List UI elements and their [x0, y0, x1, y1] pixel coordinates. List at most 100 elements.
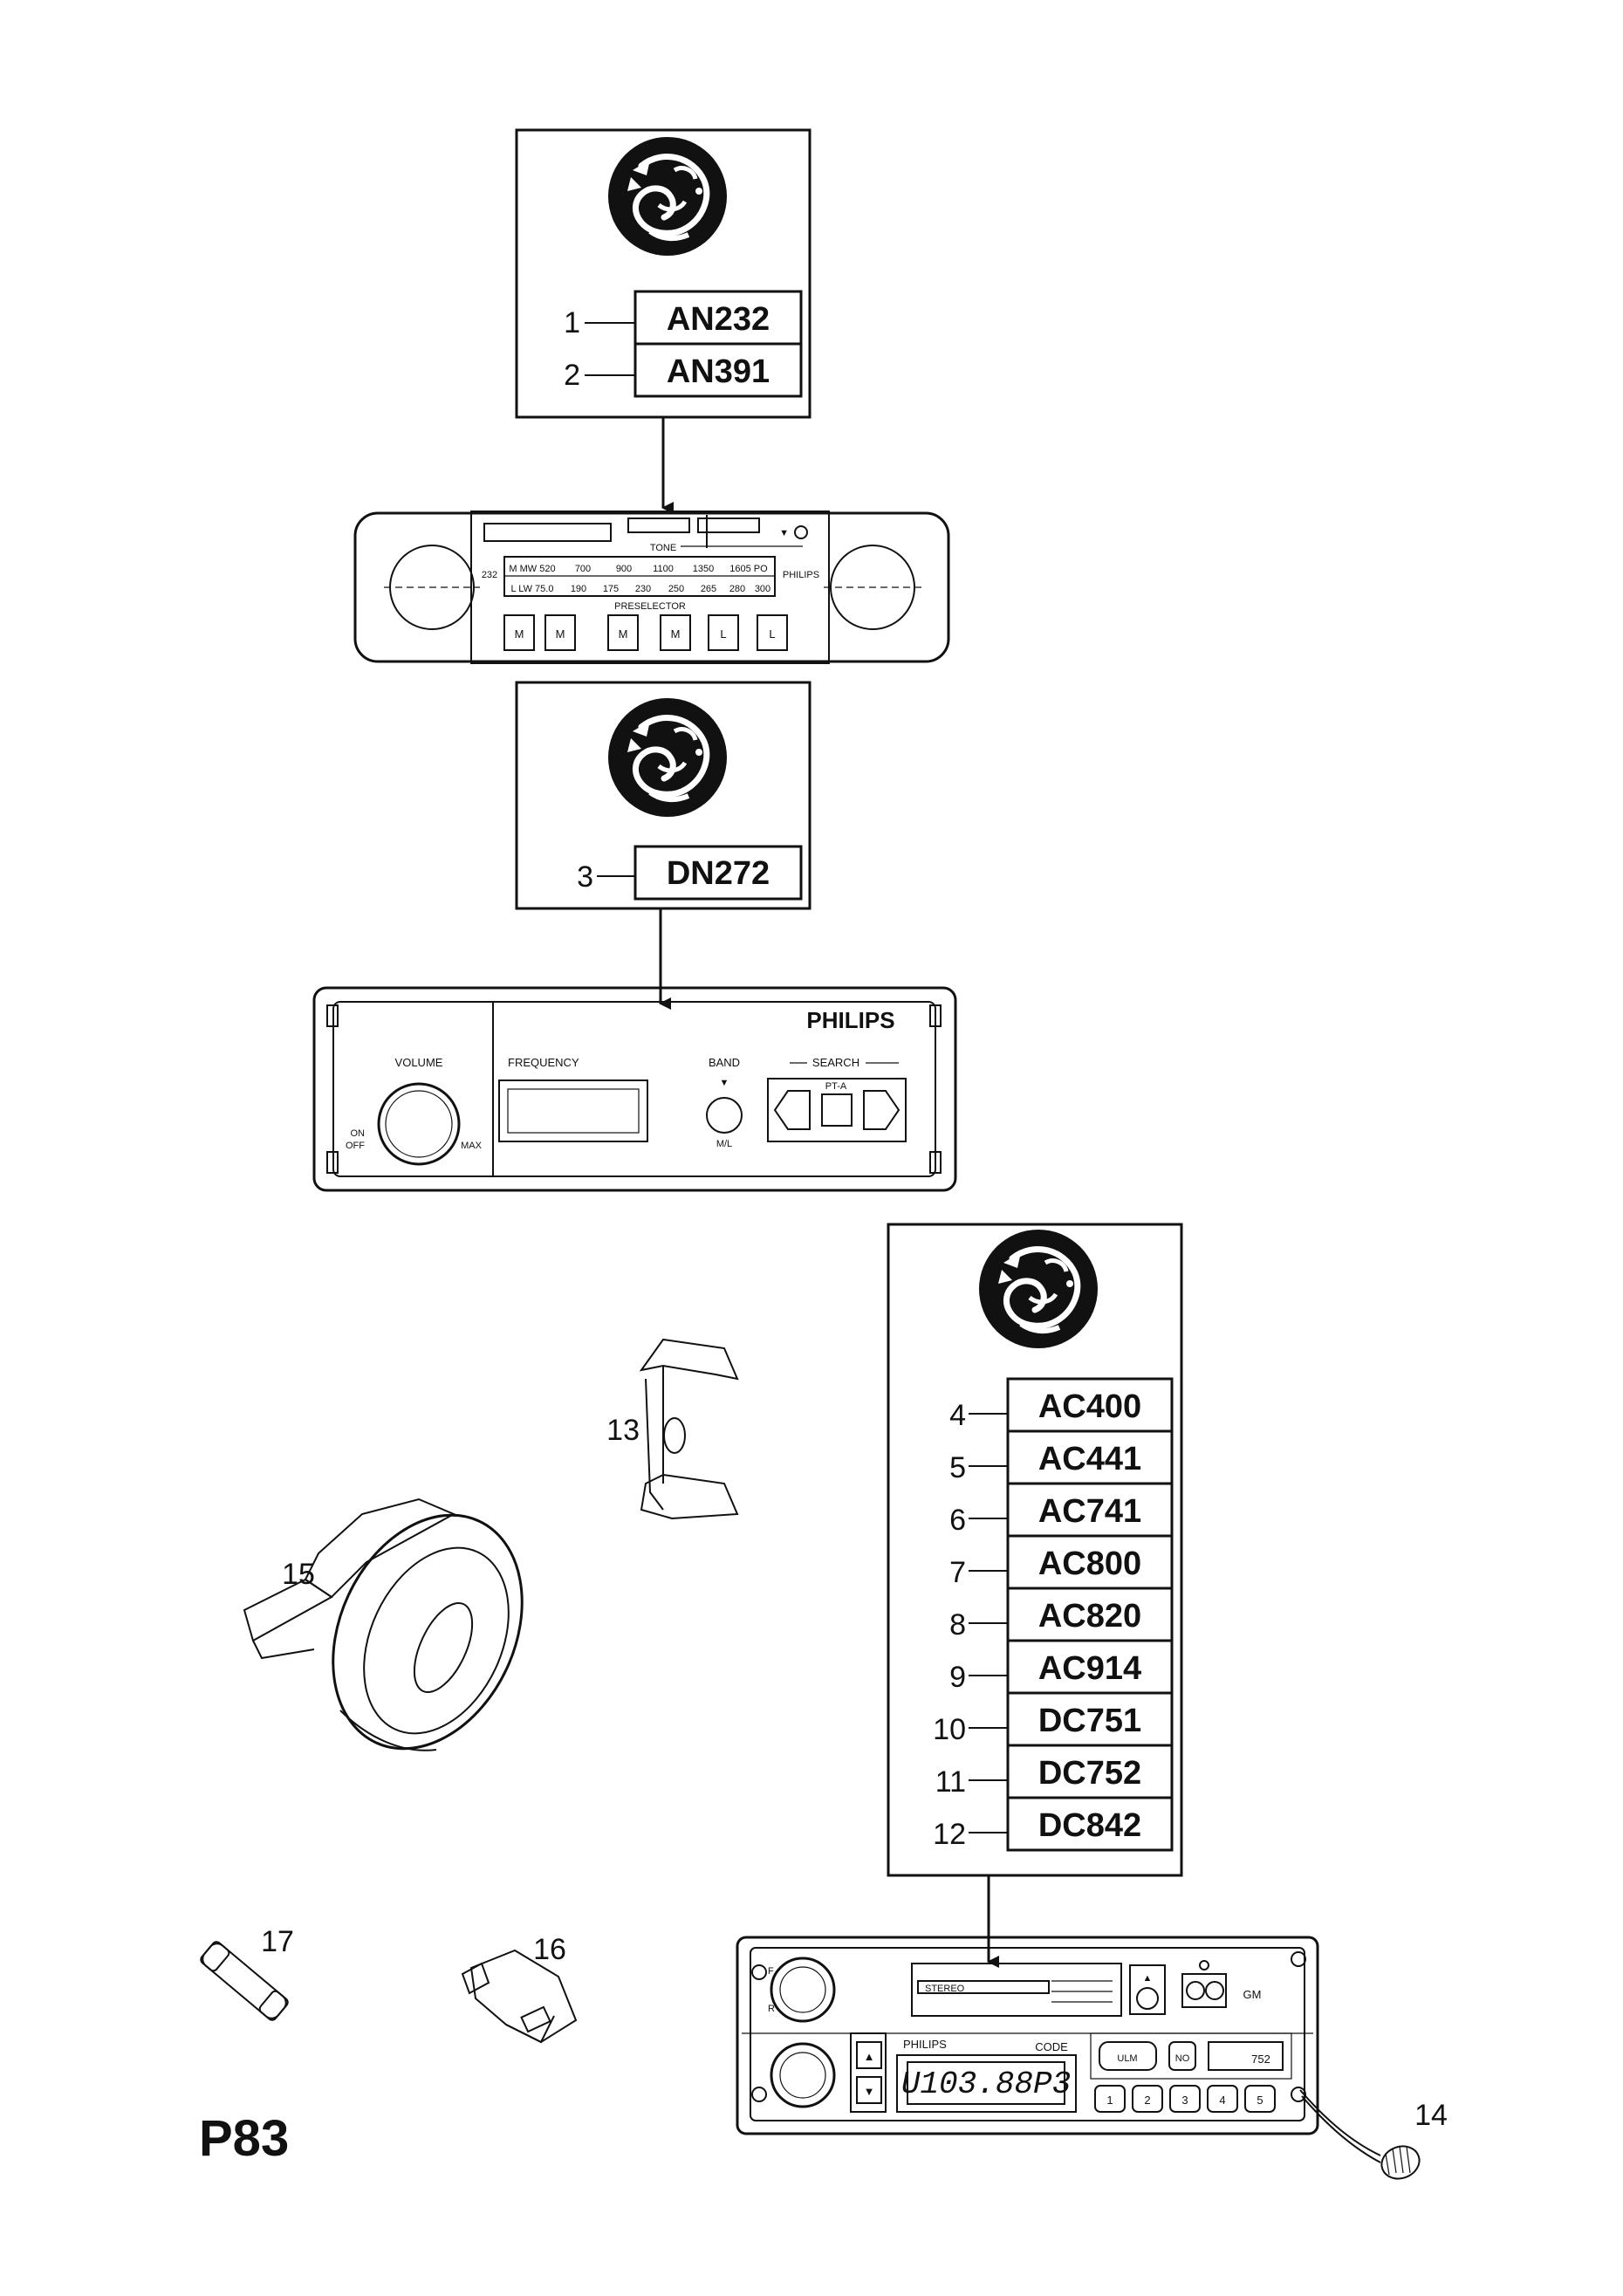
pty-button[interactable] [821, 1093, 853, 1127]
svg-text:1100: 1100 [653, 564, 674, 574]
plug-connector[interactable]: 16 [461, 1933, 578, 2044]
part-row[interactable]: 10 DC751 [933, 1703, 1141, 1746]
preset-key[interactable] [1094, 2085, 1126, 2113]
max-label: MAX [461, 1141, 483, 1151]
preset-key[interactable] [607, 614, 639, 651]
preset-key[interactable] [544, 614, 576, 651]
part-code: DC751 [1038, 1703, 1141, 1739]
tone-knob[interactable] [770, 1957, 836, 2023]
ulm-button[interactable] [1099, 2041, 1157, 2071]
lcd-display [907, 2061, 1065, 2105]
svg-text:1605 PO: 1605 PO [729, 564, 768, 574]
part-code: DC842 [1038, 1807, 1141, 1844]
callout-label: 16 [533, 1933, 566, 1966]
part-box-a: 1 AN232 2 AN391 [515, 128, 812, 419]
preset-key[interactable] [1169, 2085, 1201, 2113]
preset-keys[interactable]: 1 2 3 4 5 [1094, 2085, 1276, 2113]
svg-text:175: 175 [603, 584, 619, 594]
callout-label: 17 [261, 1925, 294, 1958]
part-number: 6 [949, 1504, 966, 1537]
radio-unit-c[interactable]: F R STEREO ▲ GM ▲ ▼ PHILIPS CODE U103.88… [736, 1936, 1319, 2135]
vauxhall-griffin-icon [608, 698, 727, 817]
preset-key[interactable] [660, 614, 691, 651]
part-row[interactable]: 2 AN391 [564, 342, 803, 398]
preset-key[interactable] [1244, 2085, 1276, 2113]
volume-knob[interactable] [377, 1082, 461, 1166]
no-button[interactable] [1168, 2041, 1196, 2071]
preset-key[interactable] [503, 614, 535, 651]
svg-text:700: 700 [575, 564, 591, 574]
part-number: 11 [935, 1765, 966, 1799]
frequency-display [507, 1088, 640, 1134]
vauxhall-griffin-icon [979, 1230, 1098, 1348]
svg-text:M: M [515, 627, 524, 641]
preset-key[interactable] [708, 614, 739, 651]
part-row[interactable]: 8 AC820 [949, 1598, 1141, 1641]
svg-text:265: 265 [701, 584, 716, 594]
svg-text:L LW 75.0: L LW 75.0 [511, 584, 554, 594]
preset-keys[interactable]: M M M M L L [503, 614, 788, 651]
part-row[interactable]: 3 DN272 [577, 845, 803, 901]
part-number: 4 [949, 1399, 966, 1432]
eject-button[interactable] [1129, 1964, 1166, 2015]
svg-text:L: L [769, 627, 775, 641]
lcd-readout: U103.88P3 [901, 2066, 1071, 2102]
rewind-button[interactable] [1186, 1981, 1205, 2000]
callout-label: 14 [1414, 2099, 1448, 2132]
part-row[interactable]: 11 DC752 [935, 1755, 1141, 1799]
svg-text:M MW 520: M MW 520 [509, 564, 555, 574]
svg-text:1: 1 [1106, 2094, 1113, 2107]
svg-text:▼: ▼ [864, 2085, 875, 2098]
part-row[interactable]: 7 AC800 [949, 1546, 1141, 1589]
band-marks: M/L [716, 1139, 732, 1149]
svg-text:900: 900 [616, 564, 632, 574]
part-row[interactable]: 6 AC741 [949, 1493, 1141, 1537]
svg-text:300: 300 [755, 584, 770, 594]
preset-key[interactable] [757, 614, 788, 651]
radio-unit-b[interactable]: VOLUME ON OFF MAX FREQUENCY BAND ▼ M/L S… [312, 986, 957, 1192]
svg-text:3: 3 [1181, 2094, 1188, 2107]
part-code: AC441 [1038, 1441, 1141, 1477]
cassette-slot[interactable] [911, 1963, 1122, 2017]
station-readout: 752 [1251, 2053, 1270, 2066]
foam-tape-roll[interactable]: 15 [243, 1484, 558, 1779]
part-number: 1 [564, 306, 580, 339]
part-code: AN391 [667, 353, 770, 390]
search-up-button[interactable] [863, 1090, 901, 1130]
off-label: OFF [346, 1141, 365, 1151]
volume-knob[interactable] [770, 2042, 836, 2108]
part-number: 12 [933, 1818, 966, 1851]
fuse[interactable]: 17 [199, 1925, 294, 2022]
aerial-plug[interactable]: 14 [1299, 2089, 1448, 2183]
mounting-clip[interactable]: 13 [606, 1338, 739, 1520]
part-row[interactable]: 1 AN232 [564, 290, 803, 346]
part-number: 9 [949, 1661, 966, 1694]
search-down-button[interactable] [773, 1090, 811, 1130]
frequency-label: FREQUENCY [508, 1056, 579, 1069]
pty-label: PT-A [825, 1081, 847, 1092]
tone-label: TONE [650, 543, 676, 553]
part-row[interactable]: 12 DC842 [933, 1807, 1141, 1851]
svg-text:1350: 1350 [693, 564, 714, 574]
search-label: SEARCH [812, 1056, 859, 1069]
parts-list: 4 AC400 5 AC441 6 AC741 7 AC800 8 [933, 1377, 1174, 1852]
part-row[interactable]: 9 AC914 [949, 1650, 1141, 1694]
svg-text:NO: NO [1175, 2053, 1190, 2064]
stereo-label: STEREO [925, 1984, 965, 1994]
part-row[interactable]: 5 AC441 [949, 1441, 1141, 1484]
preset-key[interactable] [1207, 2085, 1238, 2113]
part-row[interactable]: 4 AC400 [949, 1388, 1141, 1432]
seek-up-button[interactable] [856, 2041, 882, 2069]
callout-label: 15 [282, 1558, 315, 1591]
preset-key[interactable] [1132, 2085, 1163, 2113]
part-code: AC820 [1038, 1598, 1141, 1635]
seek-down-button[interactable] [856, 2076, 882, 2104]
svg-text:2: 2 [1144, 2094, 1150, 2107]
radio-unit-a[interactable]: ▼ TONE 232 M MW 520 700 900 1100 1350 16… [353, 511, 950, 664]
band-button[interactable] [706, 1097, 743, 1134]
svg-text:4: 4 [1219, 2094, 1225, 2107]
fast-forward-button[interactable] [1205, 1981, 1224, 2000]
svg-text:250: 250 [668, 584, 684, 594]
svg-text:M: M [556, 627, 565, 641]
